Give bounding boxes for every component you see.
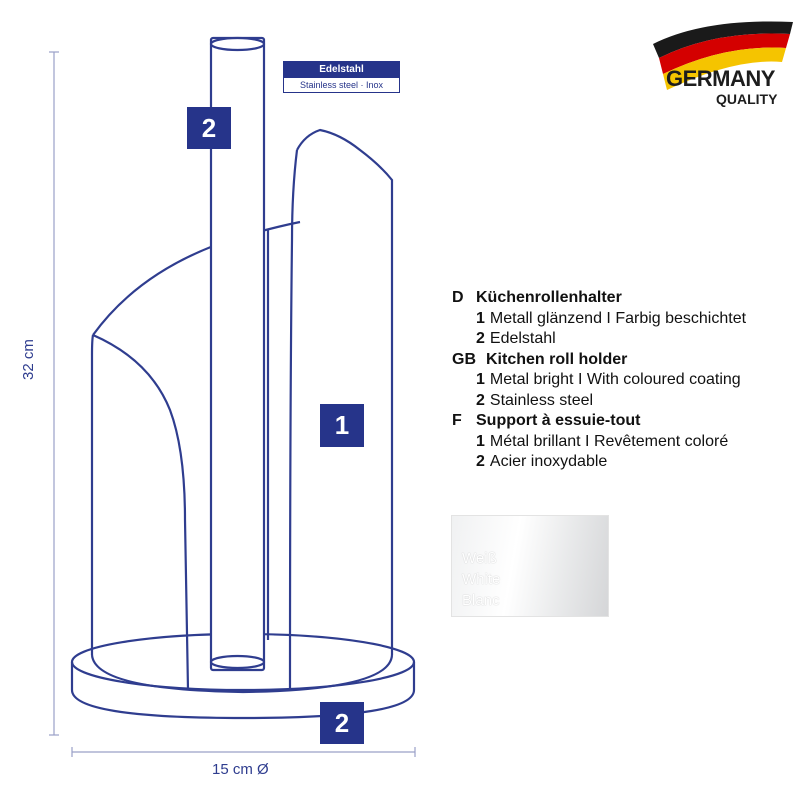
legend-title-fr: F Support à essuie-tout [452, 411, 746, 432]
height-dimension-line [49, 51, 59, 736]
legend-item-number: 2 [476, 453, 485, 470]
legend-lang-code: GB [452, 350, 476, 368]
legend-item-text: Acier inoxydable [489, 453, 608, 470]
width-dimension-line [71, 747, 416, 757]
material-tag-subtitle: Stainless steel · Inox [299, 80, 384, 90]
badge-line-germany: GERMANY [666, 66, 775, 91]
swatch-label-fr: Blanc [462, 592, 500, 609]
legend-item-text: Metall glänzend I Farbig beschichtet [489, 309, 747, 327]
swatch-label-en: White [462, 571, 501, 588]
legend-item-text: Stainless steel [489, 391, 594, 409]
legend-title-gb: GB Kitchen roll holder [452, 350, 746, 371]
swatch-labels: Weiß White Blanc [462, 548, 500, 611]
legend-title-de: D Küchenrollenhalter [452, 288, 746, 309]
width-dimension-label: 15 cm Ø [212, 761, 269, 778]
legend-title: Kitchen roll holder [486, 350, 628, 368]
legend-item-number: 1 [476, 432, 485, 450]
flag-stripe-red [659, 33, 790, 74]
legend-item-number: 2 [476, 391, 485, 409]
badge-line-quality: QUALITY [716, 91, 778, 107]
callout-base-number: 2 [320, 702, 364, 744]
legend-lang-code: D [452, 289, 464, 306]
legend-item-text: Métal brillant I Revêtement coloré [489, 432, 729, 450]
flag-stripe-gold [663, 47, 786, 90]
legend-item-text: Edelstahl [489, 330, 556, 347]
callout-pole-number: 2 [187, 107, 231, 149]
legend-lang-code: F [452, 412, 462, 429]
legend-item-number: 2 [476, 330, 485, 347]
material-tag-title: Edelstahl [284, 62, 399, 78]
legend-title: Support à essuie-tout [476, 412, 641, 429]
legend-item-number: 1 [476, 309, 485, 327]
color-swatch-white: Weiß White Blanc [451, 515, 609, 617]
legend-item-number: 1 [476, 371, 485, 388]
flag-stripe-black [653, 21, 793, 58]
legend-title: Küchenrollenhalter [476, 289, 622, 306]
legend-item-text: Metal bright I With coloured coating [489, 371, 741, 388]
center-pole [209, 36, 266, 672]
swatch-label-de: Weiß [462, 550, 497, 567]
callout-body-number: 1 [320, 404, 364, 447]
germany-flag-swoosh [653, 21, 793, 90]
height-dimension-label: 32 cm [20, 339, 37, 380]
material-tag: Edelstahl Stainless steel · Inox [283, 61, 400, 93]
